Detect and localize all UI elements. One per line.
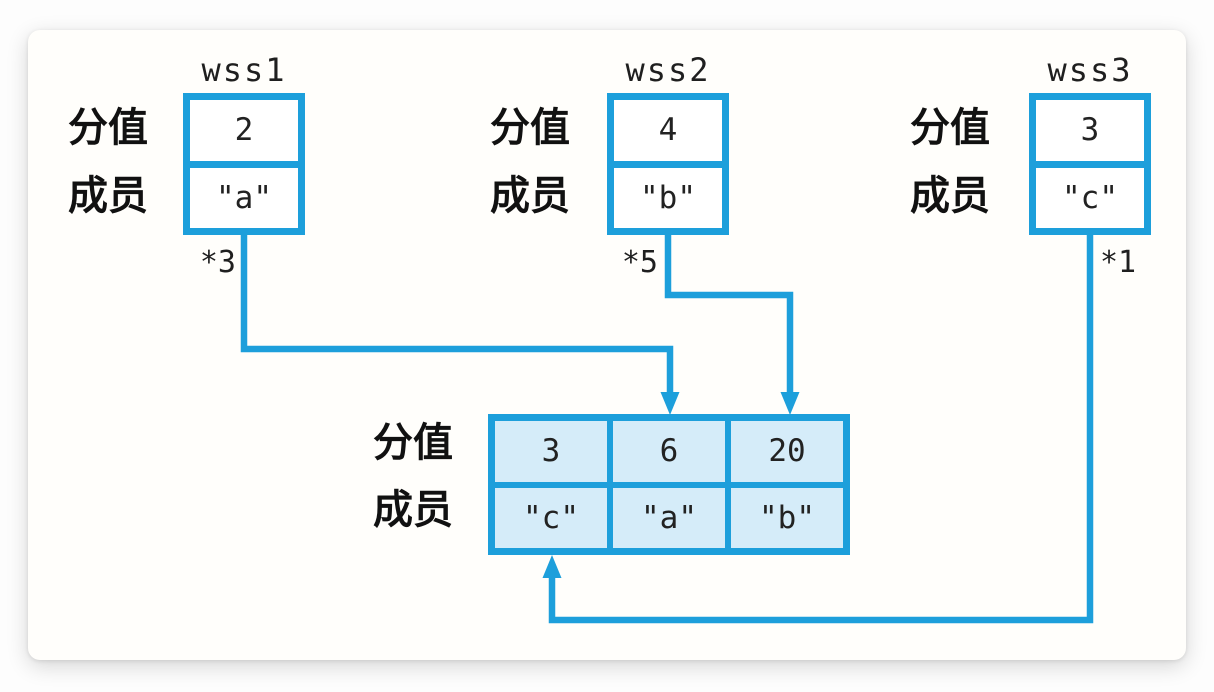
result-member-cell-3: "b": [731, 487, 843, 548]
wss3-member-row-label: 成员: [910, 172, 990, 219]
wss2-member-row-label: 成员: [490, 172, 570, 219]
wss3-box: 3 "c": [1029, 93, 1151, 235]
wss2-member-cell: "b": [614, 167, 722, 228]
result-score-cell-3: 20: [731, 421, 843, 482]
result-member-cell-1: "c": [495, 487, 607, 548]
wss2-weight-label: *5: [621, 245, 658, 280]
wss3-key-name: wss3: [1047, 51, 1133, 89]
wss1-weight-label: *3: [199, 245, 236, 280]
wss1-key-name: wss1: [201, 51, 287, 89]
result-score-cell-2: 6: [613, 421, 725, 482]
result-member-row-label: 成员: [373, 486, 453, 533]
wss1-member-row-label: 成员: [68, 172, 148, 219]
wss1-score-row-label: 分值: [68, 104, 148, 151]
wss3-weight-label: *1: [1100, 245, 1137, 280]
wss1-member-cell: "a": [190, 167, 298, 228]
result-table: 3 6 20 "c" "a" "b": [488, 414, 850, 555]
wss1-score-cell: 2: [190, 100, 298, 161]
result-score-row-label: 分值: [373, 419, 453, 466]
result-score-cell-1: 3: [495, 421, 607, 482]
result-member-cell-2: "a": [613, 487, 725, 548]
wss2-score-row-label: 分值: [490, 104, 570, 151]
wss1-box: 2 "a": [183, 93, 305, 235]
wss3-score-row-label: 分值: [910, 104, 990, 151]
wss2-key-name: wss2: [625, 51, 711, 89]
wss3-score-cell: 3: [1036, 100, 1144, 161]
wss3-member-cell: "c": [1036, 167, 1144, 228]
wss2-score-cell: 4: [614, 100, 722, 161]
wss2-box: 4 "b": [607, 93, 729, 235]
